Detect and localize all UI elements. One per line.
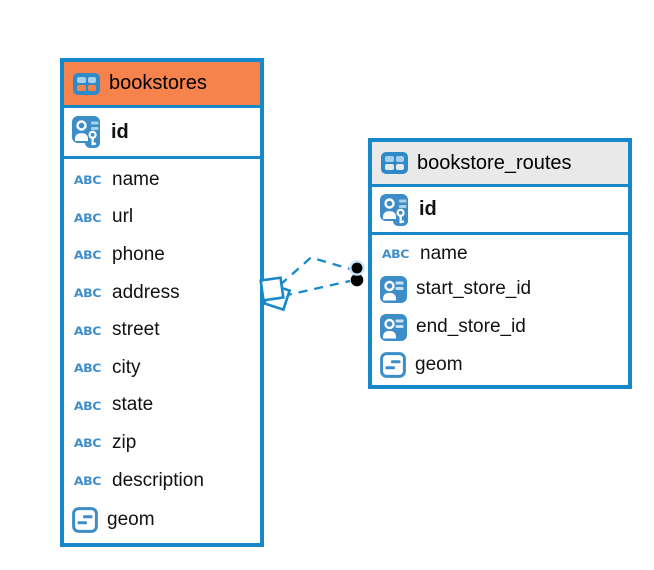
column-name: name	[420, 242, 468, 264]
column-row-zip[interactable]: ABC zip	[64, 424, 260, 462]
column-name: url	[112, 206, 134, 228]
column-list: ABC name ABC url ABC phone ABC address A…	[64, 159, 260, 543]
relationship-line-start-store[interactable]	[279, 256, 351, 286]
column-row-start-store-id[interactable]: start_store_id	[372, 270, 628, 308]
text-type-icon: ABC	[73, 285, 102, 300]
column-row-city[interactable]: ABC city	[64, 349, 260, 387]
column-name: phone	[112, 243, 165, 265]
relationship-line-end-store[interactable]	[282, 279, 351, 298]
column-name: name	[112, 168, 160, 190]
column-name: street	[112, 319, 160, 341]
column-name: id	[111, 120, 129, 143]
foreign-key-icon	[380, 275, 407, 303]
text-type-icon: ABC	[381, 246, 410, 261]
column-row-state[interactable]: ABC state	[64, 387, 260, 425]
primary-key-icon	[72, 116, 102, 148]
column-name: geom	[415, 353, 463, 375]
column-name: state	[112, 394, 154, 416]
text-type-icon: ABC	[73, 172, 102, 187]
column-name: id	[419, 198, 437, 220]
table-title: bookstores	[109, 72, 207, 94]
column-name: zip	[112, 431, 137, 453]
column-name: address	[112, 281, 180, 303]
column-row-id[interactable]: id	[64, 108, 260, 159]
column-row-id[interactable]: id	[372, 187, 628, 235]
entity-bookstore-routes[interactable]: bookstore_routes id ABC	[368, 138, 632, 389]
relationship-dot-marker[interactable]	[349, 260, 365, 287]
column-row-geom[interactable]: geom	[64, 499, 260, 541]
relationship-diamond-marker[interactable]	[259, 276, 292, 312]
column-row-geom[interactable]: geom	[372, 346, 628, 383]
geometry-type-icon	[380, 351, 406, 378]
column-list: ABC name start_store_id	[372, 235, 628, 385]
text-type-icon: ABC	[73, 360, 102, 375]
entity-bookstores[interactable]: bookstores id ABC	[60, 58, 264, 547]
column-name: city	[112, 356, 141, 378]
column-name: description	[112, 469, 204, 491]
column-name: end_store_id	[416, 316, 526, 337]
column-row-url[interactable]: ABC url	[64, 199, 260, 237]
entity-bookstores-header[interactable]: bookstores	[64, 62, 260, 108]
column-name: geom	[107, 509, 155, 531]
text-type-icon: ABC	[73, 473, 102, 488]
column-row-name[interactable]: ABC name	[372, 237, 628, 270]
table-title: bookstore_routes	[417, 151, 572, 174]
column-name: start_store_id	[416, 278, 532, 299]
text-type-icon: ABC	[73, 210, 102, 225]
entity-bookstore-routes-header[interactable]: bookstore_routes	[372, 142, 628, 187]
foreign-key-icon	[380, 313, 407, 341]
primary-key-icon	[380, 193, 410, 226]
column-row-description[interactable]: ABC description	[64, 462, 260, 500]
table-icon	[73, 72, 100, 95]
column-row-phone[interactable]: ABC phone	[64, 236, 260, 274]
text-type-icon: ABC	[73, 398, 102, 413]
text-type-icon: ABC	[73, 247, 102, 263]
column-row-street[interactable]: ABC street	[64, 311, 260, 349]
geometry-type-icon	[72, 507, 98, 534]
column-row-name[interactable]: ABC name	[64, 161, 260, 199]
column-row-address[interactable]: ABC address	[64, 274, 260, 312]
table-icon	[381, 152, 408, 174]
text-type-icon: ABC	[73, 435, 102, 451]
column-row-end-store-id[interactable]: end_store_id	[372, 308, 628, 346]
text-type-icon: ABC	[73, 323, 102, 338]
